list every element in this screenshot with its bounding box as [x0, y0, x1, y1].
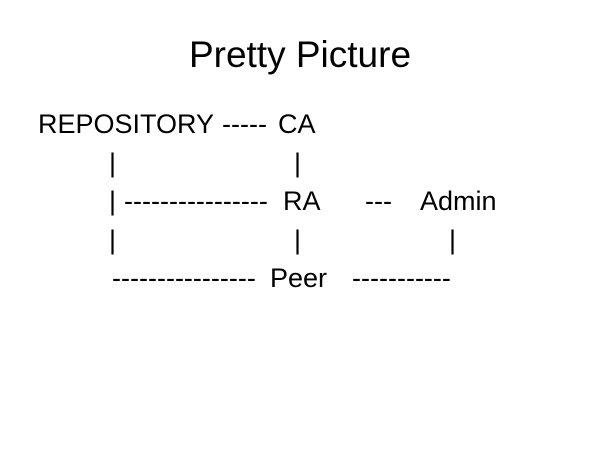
slide-title: Pretty Picture	[188, 34, 412, 75]
edge-admin-peer-vertical: |	[449, 225, 457, 255]
edge-repository-vertical-lower: |	[109, 225, 117, 255]
node-peer: Peer	[270, 263, 328, 293]
edge-repository-peer: ----------------	[112, 263, 256, 293]
edge-repository-ca: -----	[222, 109, 267, 139]
node-ca: CA	[278, 109, 316, 139]
edge-repository-ra: ----------------	[124, 186, 268, 216]
edge-ca-ra-vertical: |	[294, 148, 302, 178]
node-ra: RA	[283, 186, 321, 216]
edge-peer-admin: -----------	[352, 263, 451, 293]
edge-ra-admin: ---	[365, 186, 392, 216]
edge-repository-vertical-upper: |	[109, 148, 117, 178]
edge-ra-peer-vertical: |	[294, 225, 302, 255]
edge-repository-vertical-mid: |	[109, 186, 117, 216]
node-repository: REPOSITORY	[38, 109, 215, 139]
node-admin: Admin	[420, 186, 497, 216]
